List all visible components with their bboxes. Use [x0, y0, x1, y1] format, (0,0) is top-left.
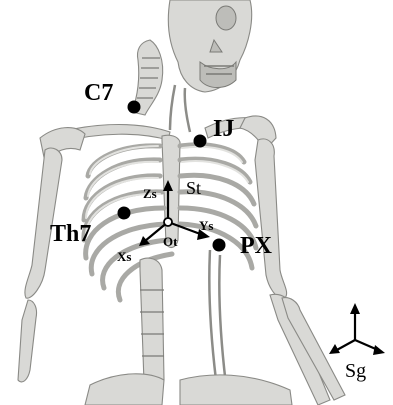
ot-label: Ot: [163, 234, 178, 249]
zs-label: Zs: [143, 186, 157, 201]
ys-label: Ys: [199, 218, 213, 233]
sg-label: Sg: [345, 360, 366, 382]
th7-marker: [118, 207, 131, 220]
px-marker: [213, 239, 226, 252]
th7-label: Th7: [50, 221, 91, 247]
skeleton-drawing: [18, 0, 345, 405]
global-coordinate-frame: [329, 303, 385, 355]
c7-label: C7: [84, 80, 113, 106]
sg-vertical-arrowhead: [350, 303, 360, 314]
ot-origin: [164, 218, 172, 226]
xs-label: Xs: [117, 249, 131, 264]
sg-left-axis: [335, 340, 355, 351]
st-label: St: [186, 178, 201, 198]
c7-marker: [128, 101, 141, 114]
ij-marker: [194, 135, 207, 148]
px-label: PX: [240, 233, 273, 259]
sg-right-arrowhead: [373, 345, 385, 355]
ij-label: IJ: [213, 116, 234, 142]
